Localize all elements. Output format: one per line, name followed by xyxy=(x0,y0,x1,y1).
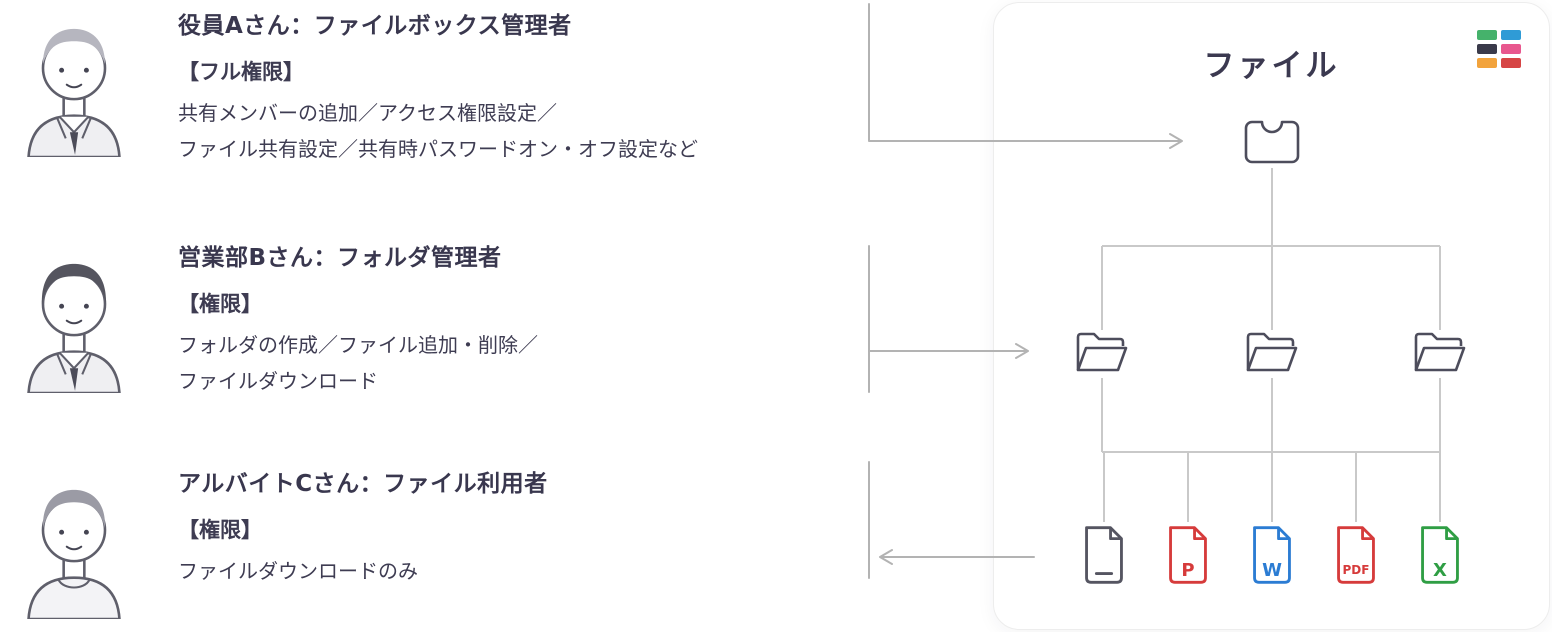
file-type-label: PDF xyxy=(1342,563,1370,577)
permission-label: 【権限】 xyxy=(178,292,262,316)
folder-icon xyxy=(1412,330,1468,380)
permission-line: ファイルダウンロードのみ xyxy=(178,559,418,583)
folder-icon xyxy=(1244,330,1300,380)
logo-tile xyxy=(1501,58,1521,68)
excel-file-icon: X xyxy=(1416,524,1464,590)
logo-tile xyxy=(1477,44,1497,54)
permission-line: ファイル共有設定／共有時パスワードオン・オフ設定など xyxy=(178,137,698,161)
permission-label: 【権限】 xyxy=(178,518,262,542)
permission-line: 共有メンバーの追加／アクセス権限設定／ xyxy=(178,101,557,125)
folder-icon xyxy=(1074,330,1130,380)
file-type-label: X xyxy=(1433,560,1447,581)
service-logo xyxy=(1477,30,1521,68)
file-type-label: P xyxy=(1181,560,1195,581)
filebox-icon xyxy=(1243,118,1301,170)
permission-line: ファイルダウンロード xyxy=(178,369,378,393)
logo-tile xyxy=(1477,30,1497,40)
avatar-parttime-c xyxy=(12,464,136,621)
logo-tile xyxy=(1501,30,1521,40)
persona-sales-b: 営業部Bさん：フォルダ管理者 【権限】 フォルダの作成／ファイル追加・削除／ フ… xyxy=(178,238,538,399)
permission-label: 【フル権限】 xyxy=(178,60,304,84)
avatar-sales-b xyxy=(12,238,136,395)
avatar-executive-a xyxy=(12,2,136,159)
card-title: ファイル xyxy=(1203,48,1340,84)
permission-line: フォルダの作成／ファイル追加・削除／ xyxy=(178,333,538,357)
persona-title: 役員Aさん：ファイルボックス管理者 xyxy=(178,13,572,39)
word-file-icon: W xyxy=(1248,524,1296,590)
powerpoint-file-icon: P xyxy=(1164,524,1212,590)
persona-title: アルバイトCさん：ファイル利用者 xyxy=(178,471,548,497)
persona-title: 営業部Bさん：フォルダ管理者 xyxy=(178,245,502,271)
logo-tile xyxy=(1477,58,1497,68)
logo-tile xyxy=(1501,44,1521,54)
persona-executive-a: 役員Aさん：ファイルボックス管理者 【フル権限】 共有メンバーの追加／アクセス権… xyxy=(178,6,698,167)
generic-file-icon xyxy=(1080,524,1128,590)
file-type-label: W xyxy=(1262,560,1282,581)
persona-parttime-c: アルバイトCさん：ファイル利用者 【権限】 ファイルダウンロードのみ xyxy=(178,464,548,589)
pdf-file-icon: PDF xyxy=(1332,524,1380,590)
